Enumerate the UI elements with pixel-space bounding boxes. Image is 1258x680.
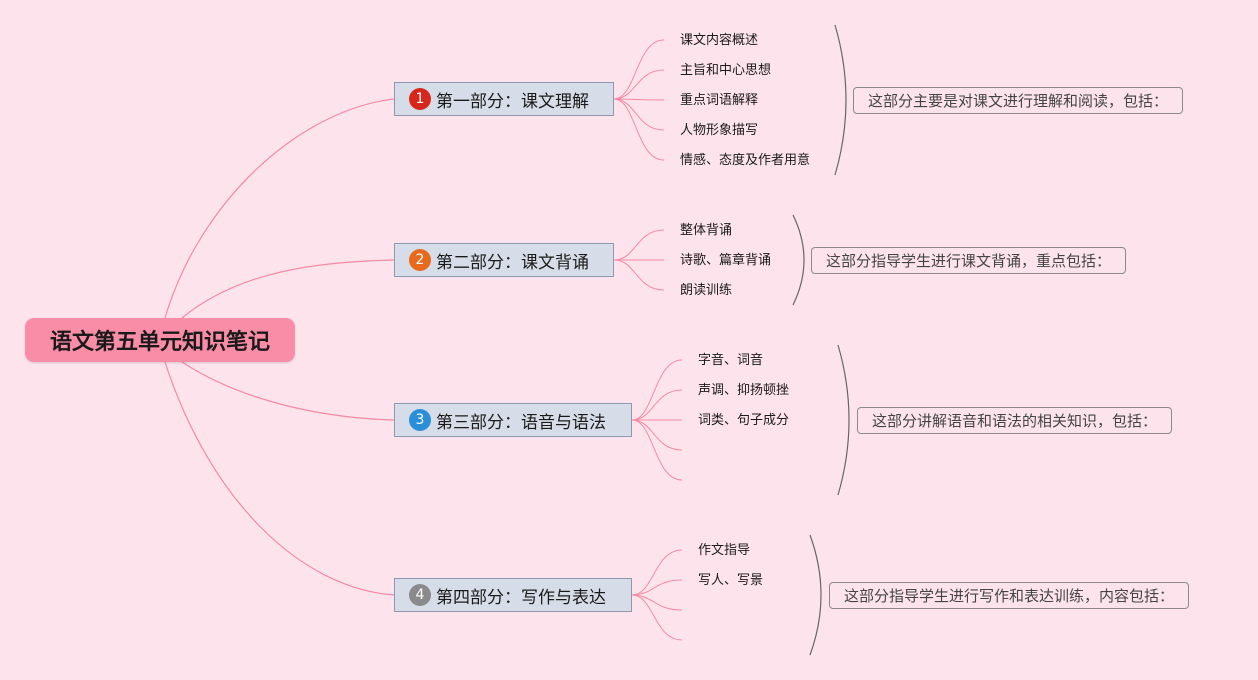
number-badge-icon: 3 [409, 409, 431, 431]
leaf-topic[interactable]: 词类、句子成分 [698, 413, 790, 428]
branch-node-1[interactable]: 1 第一部分：课文理解 [394, 82, 614, 116]
leaf-topic[interactable]: 课文内容概述 [680, 33, 759, 48]
leaf-link [613, 229, 665, 261]
number-badge-icon: 2 [409, 249, 431, 271]
root-node[interactable]: 语文第五单元知识笔记 [25, 318, 295, 362]
root-link [164, 98, 395, 319]
leaf-link [613, 98, 665, 101]
number-badge-icon: 4 [409, 584, 431, 606]
leaf-topic[interactable]: 字音、词音 [698, 353, 764, 368]
summary-brace [809, 534, 822, 656]
root-link [181, 259, 395, 319]
root-title: 语文第五单元知识笔记 [49, 330, 270, 355]
leaf-topic[interactable]: 朗读训练 [680, 283, 733, 298]
summary-note[interactable]: 这部分指导学生进行课文背诵，重点包括： [811, 247, 1127, 274]
leaf-topic[interactable]: 整体背诵 [680, 223, 733, 238]
leaf-topic[interactable]: 写人、写景 [698, 573, 764, 588]
leaf-topic[interactable]: 诗歌、篇章背诵 [680, 253, 772, 268]
branch-node-3[interactable]: 3 第三部分：语音与语法 [394, 403, 632, 437]
leaf-link [613, 69, 665, 100]
root-link [164, 361, 395, 596]
leaf-link [631, 389, 683, 421]
branch-title: 第四部分：写作与表达 [436, 587, 606, 608]
summary-brace [837, 344, 850, 496]
leaf-link [631, 579, 683, 596]
branch-title: 第二部分：课文背诵 [436, 252, 589, 273]
summary-note[interactable]: 这部分讲解语音和语法的相关知识，包括： [857, 407, 1173, 434]
number-badge-icon: 1 [409, 88, 431, 110]
leaf-link [613, 98, 665, 131]
leaf-link [631, 594, 683, 611]
leaf-link [631, 594, 683, 641]
branch-node-2[interactable]: 2 第二部分：课文背诵 [394, 243, 614, 277]
summary-note[interactable]: 这部分指导学生进行写作和表达训练，内容包括： [829, 582, 1190, 609]
branch-node-4[interactable]: 4 第四部分：写作与表达 [394, 578, 632, 612]
leaf-topic[interactable]: 声调、抑扬顿挫 [698, 383, 790, 398]
summary-brace [792, 214, 805, 306]
leaf-link [631, 419, 683, 481]
summary-text: 这部分主要是对课文进行理解和阅读，包括： [868, 92, 1169, 110]
leaf-topic[interactable]: 主旨和中心思想 [680, 63, 772, 78]
branch-title: 第三部分：语音与语法 [436, 412, 606, 433]
leaf-topic[interactable]: 作文指导 [698, 543, 751, 558]
summary-brace [834, 24, 847, 176]
root-link [181, 361, 395, 421]
summary-text: 这部分指导学生进行写作和表达训练，内容包括： [844, 587, 1175, 605]
leaf-link [631, 549, 683, 596]
leaf-topic[interactable]: 人物形象描写 [680, 123, 759, 138]
summary-text: 这部分讲解语音和语法的相关知识，包括： [872, 412, 1158, 430]
leaf-link [613, 259, 665, 291]
leaf-link [613, 98, 665, 161]
leaf-link [631, 419, 683, 451]
leaf-topic[interactable]: 情感、态度及作者用意 [680, 153, 811, 168]
leaf-topic[interactable]: 重点词语解释 [680, 93, 759, 108]
branch-title: 第一部分：课文理解 [436, 91, 589, 112]
summary-text: 这部分指导学生进行课文背诵，重点包括： [826, 252, 1112, 270]
leaf-link [613, 39, 665, 100]
leaf-link [631, 359, 683, 421]
summary-note[interactable]: 这部分主要是对课文进行理解和阅读，包括： [853, 87, 1184, 114]
